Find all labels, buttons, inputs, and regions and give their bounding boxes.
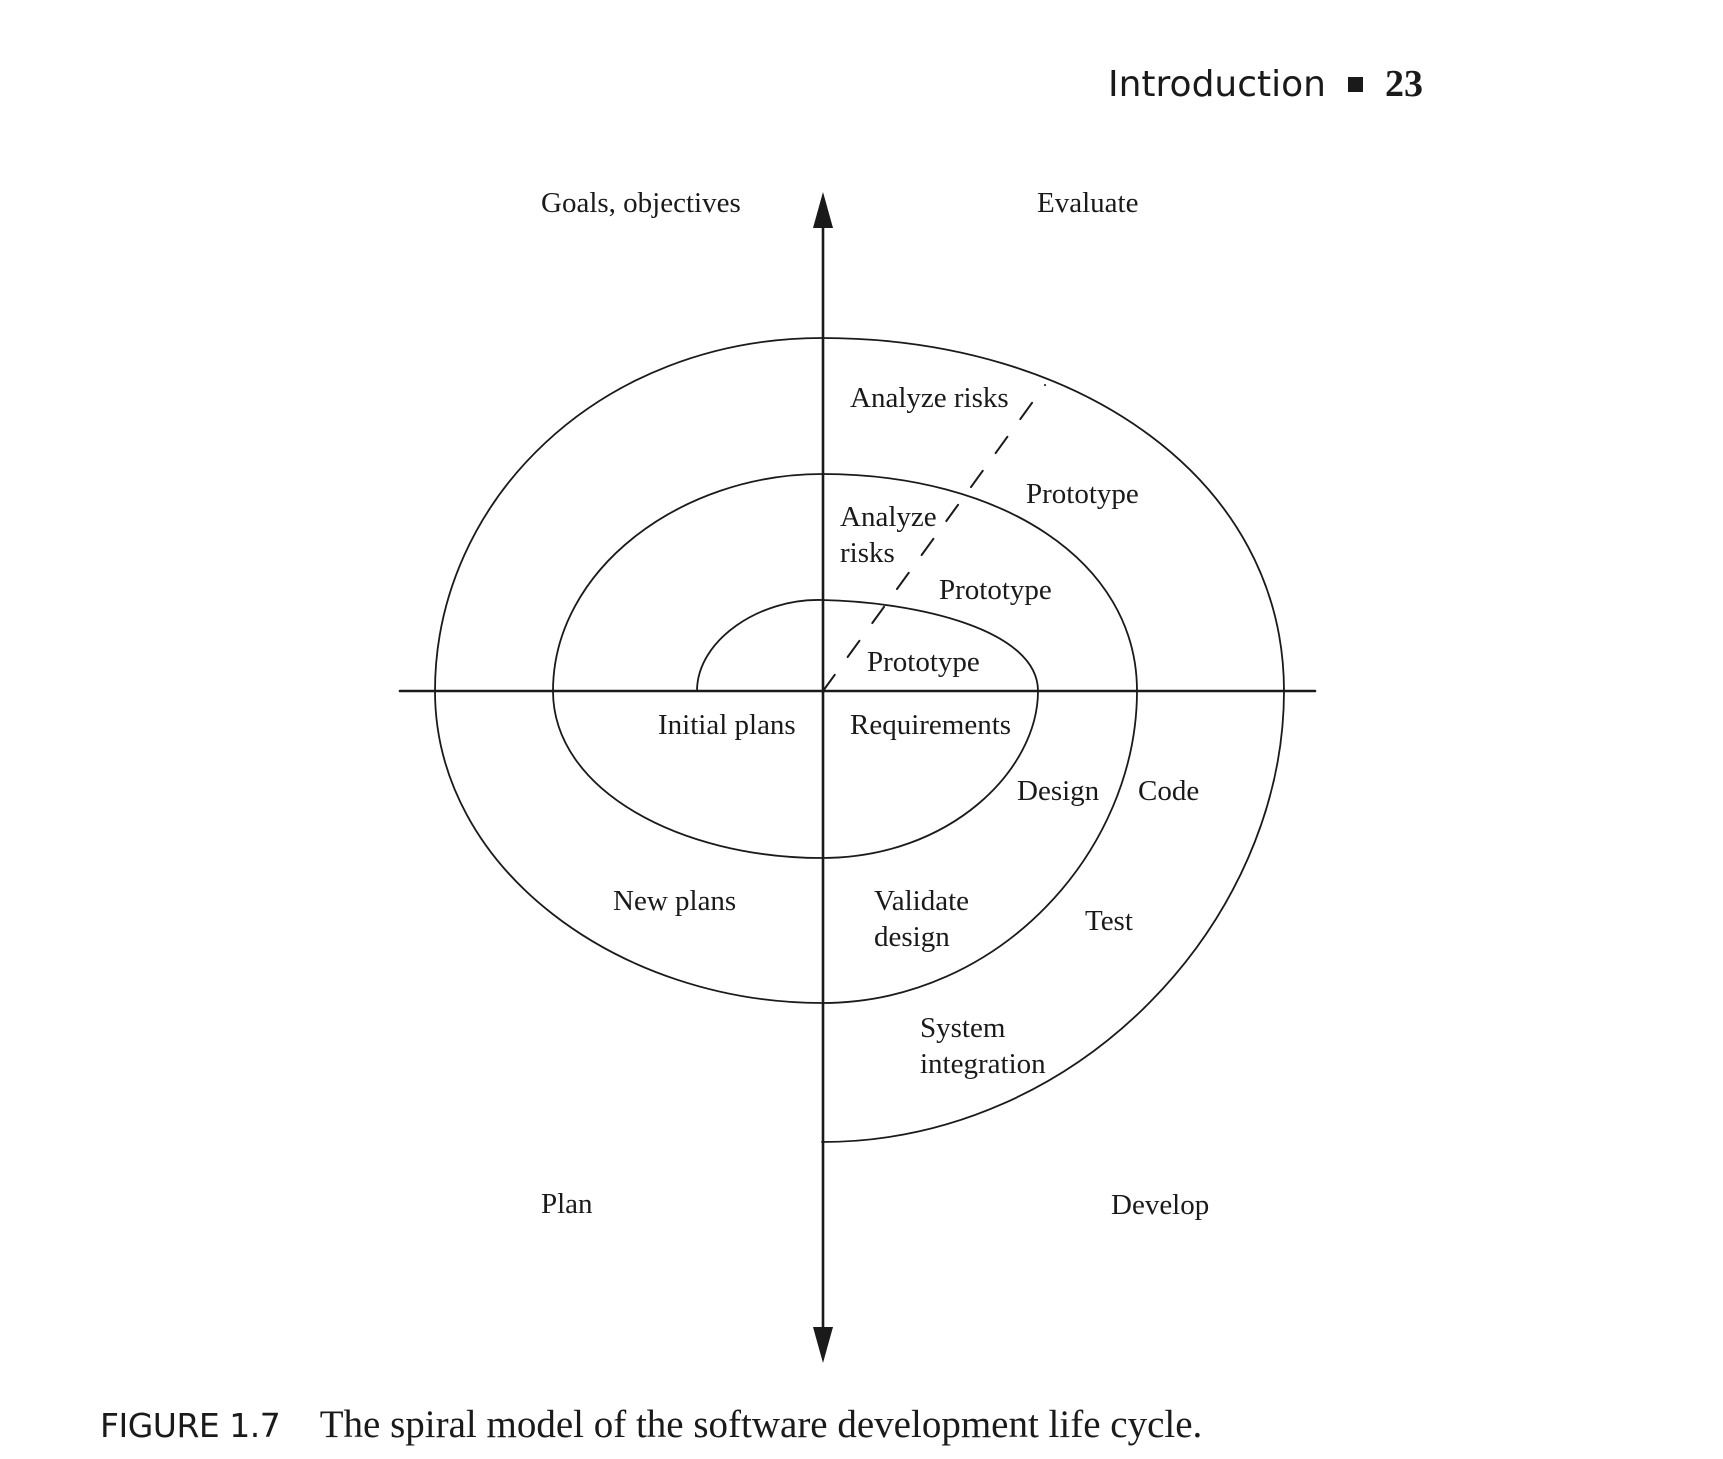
phase-prototype-inner: Prototype [867, 646, 980, 678]
up-arrowhead-icon [813, 192, 833, 228]
phase-new-plans: New plans [613, 885, 737, 917]
square-bullet-icon [1348, 76, 1363, 92]
phase-requirements: Requirements [850, 709, 1012, 741]
phase-analyze-risks-outer: Analyze risks [850, 382, 1009, 414]
phase-code: Code [1138, 775, 1200, 807]
quadrant-evaluate-label: Evaluate [1037, 187, 1139, 219]
phase-prototype-outer: Prototype [1026, 478, 1139, 510]
phase-analyze-risks-inner: Analyze risks [840, 501, 937, 569]
phase-validate-design: Validate design [874, 885, 970, 953]
quadrant-goals-objectives-label: Goals, objectives [541, 187, 741, 219]
figure-number: FIGURE 1.7 [100, 1406, 281, 1445]
running-head: Introduction 23 [1108, 62, 1423, 106]
phase-test: Test [1085, 905, 1133, 937]
spiral-curve [434, 337, 1285, 1143]
section-title: Introduction [1107, 63, 1326, 105]
phase-initial-plans: Initial plans [658, 709, 796, 741]
caption-text: The spiral model of the software develop… [319, 1403, 1203, 1446]
phase-prototype-middle: Prototype [939, 574, 1052, 606]
page-number: 23 [1385, 63, 1423, 105]
quadrant-plan-label: Plan [541, 1188, 593, 1220]
phase-system-integration: System integration [920, 1012, 1046, 1080]
figure-caption: FIGURE 1.7 The spiral model of the softw… [100, 1402, 1202, 1447]
down-arrowhead-icon [813, 1327, 833, 1363]
phase-design: Design [1017, 775, 1100, 807]
quadrant-develop-label: Develop [1111, 1189, 1210, 1221]
